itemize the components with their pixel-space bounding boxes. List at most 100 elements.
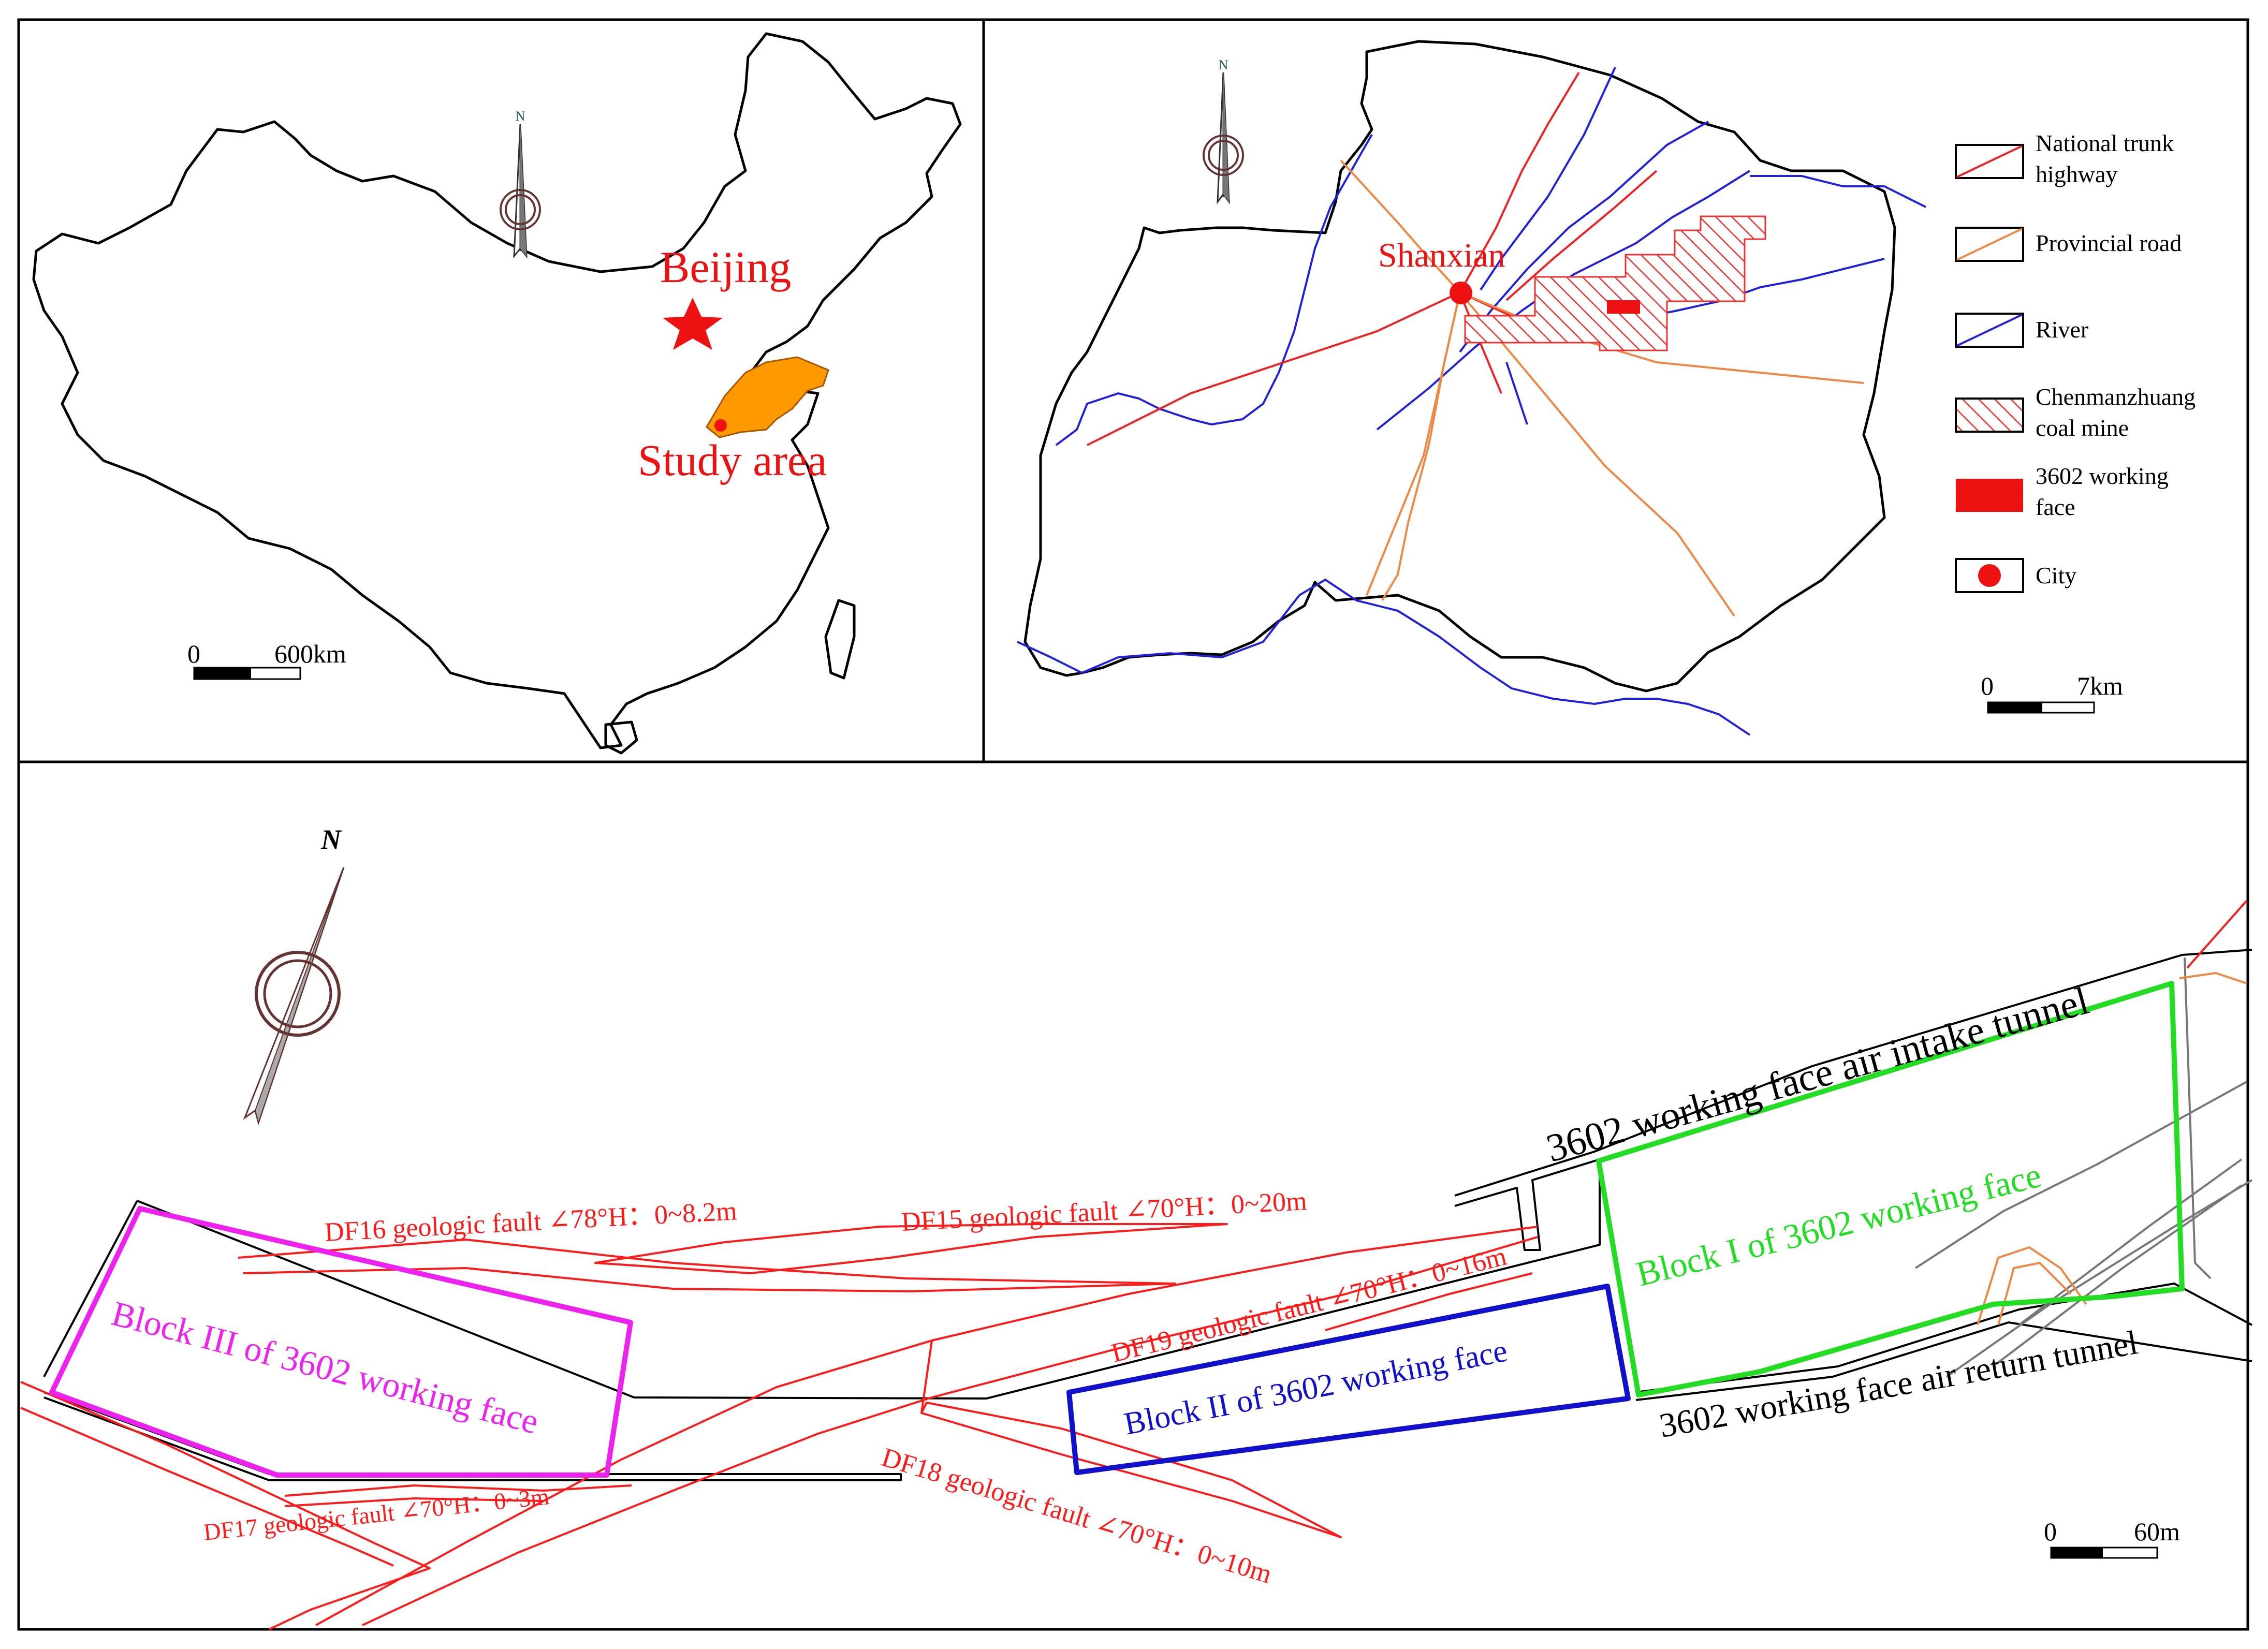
shandong-province [706, 356, 829, 438]
df15-label: DF15 geologic fault ∠70°H：0~20m [901, 1186, 1308, 1237]
provincial-road-3 [1366, 292, 1461, 596]
river-main [1376, 170, 1751, 431]
city-legend-icon [1955, 558, 2024, 593]
city-marker [1450, 282, 1472, 304]
provincial-road-4 [1459, 291, 1735, 617]
river-northeast [1750, 175, 1926, 208]
mine-map-frame [17, 760, 2249, 1631]
intake-tunnel-line-2 [1454, 1158, 1600, 1251]
df19-fault-c [1325, 1272, 1533, 1331]
provincial-road-2 [1381, 292, 1461, 601]
tunnel-outline-upper [137, 1165, 1601, 1400]
legend-label-coal-mine-2: coal mine [2036, 415, 2129, 441]
intake-tunnel-line-1 [1454, 949, 2252, 1197]
provincial-road-legend-icon [1955, 227, 2024, 262]
legend-label-working-face-2: face [2036, 494, 2075, 520]
national-highway-legend-icon [1955, 144, 2024, 179]
coal-mine-legend-icon [1955, 397, 2024, 433]
legend-label-provincial-road: Provincial road [2036, 230, 2182, 256]
df19-fault-a [315, 1226, 1538, 1626]
city-label: Shanxian [1378, 237, 1505, 274]
china-outline [32, 32, 962, 749]
county-legend: National trunk highway Provincial road R… [1955, 130, 2196, 593]
orange-tunnel-1 [1977, 1246, 2087, 1326]
tunnel-outline-lower [43, 1200, 138, 1377]
df17-fault-c [284, 1484, 632, 1497]
block-iii-outline [49, 1206, 633, 1478]
legend-label-city: City [2036, 562, 2076, 588]
return-tunnel-line-1 [1635, 1283, 2252, 1393]
working-face-marker [1607, 300, 1640, 314]
river-west [1055, 134, 1373, 446]
gray-tunnel-5 [2184, 957, 2212, 1279]
north-arrow-icon [243, 867, 345, 1126]
highway-1 [1087, 291, 1460, 446]
df18-fault [920, 1402, 1342, 1538]
china-scale-start: 0 [187, 639, 200, 668]
study-area-label: Study area [638, 435, 827, 485]
df19-fault-b [362, 1236, 1538, 1626]
river-north-1 [1480, 67, 1616, 291]
county-scale-start: 0 [1981, 671, 1994, 700]
highway-stub [2186, 900, 2248, 969]
air-intake-tunnel-label: 3602 working face air intake tunnel [1542, 979, 2094, 1170]
orange-tunnel-3 [2179, 971, 2247, 984]
gray-tunnel-1 [1945, 1179, 2253, 1378]
df17-fault-d [284, 1497, 544, 1507]
north-letter: N [516, 109, 525, 124]
north-arrow-icon: N [1203, 57, 1244, 204]
china-map-frame [17, 18, 985, 763]
block-ii-outline [1066, 1284, 1631, 1475]
air-return-tunnel-label: 3602 working face air return tunnel [1657, 1323, 2141, 1445]
coal-mine-area [1464, 215, 1766, 351]
df16-label: DF16 geologic fault ∠78°H：0~8.2m [324, 1196, 738, 1247]
county-map-panel: Shanxian N 0 7km National trunk highway [1017, 40, 2196, 736]
df15-fault [594, 1223, 1228, 1274]
taiwan-outline [824, 599, 856, 680]
gray-tunnel-3 [2018, 1158, 2243, 1326]
china-map-panel: Beijing Study area N 0 600km [32, 32, 962, 755]
legend-label-working-face-1: 3602 working [2036, 463, 2169, 489]
return-tunnel-line-2 [1635, 1321, 2252, 1401]
df17-label: DF17 geologic fault ∠70°H：0~3m [202, 1483, 551, 1545]
county-scale-bar: 0 7km [1981, 671, 2123, 714]
mine-scale-start: 0 [2044, 1517, 2057, 1546]
legend-label-coal-mine-1: Chenmanzhuang [2036, 384, 2196, 410]
provincial-road-1 [1340, 159, 1461, 293]
working-face-legend-icon [1956, 479, 2023, 512]
highway-5 [1505, 170, 1658, 301]
df17-fault-b [20, 1407, 394, 1567]
china-scale-bar: 0 600km [187, 639, 346, 680]
mine-map-panel: Block III of 3602 working face Block II … [20, 824, 2253, 1630]
gray-tunnel-4 [1914, 1081, 2247, 1269]
legend-label-river: River [2036, 316, 2088, 343]
block-i-outline [1596, 981, 2185, 1397]
df17-fault-a [20, 1381, 431, 1630]
study-area-marker [714, 419, 727, 432]
hainan-outline [604, 720, 638, 755]
north-letter: N [320, 824, 342, 855]
legend-label-national-highway-2: highway [2036, 161, 2117, 187]
mine-scale-bar: 0 60m [2044, 1517, 2180, 1559]
star-icon [663, 298, 723, 350]
df19-fault-d [920, 1340, 933, 1414]
mine-scale-end: 60m [2134, 1517, 2180, 1546]
county-boundary [1023, 40, 1896, 693]
beijing-label: Beijing [660, 242, 791, 292]
legend-label-national-highway-1: National trunk [2036, 130, 2174, 156]
china-scale-end: 600km [274, 639, 346, 668]
block-iii-label: Block III of 3602 working face [108, 1293, 543, 1441]
gray-tunnel-2 [1992, 1184, 2243, 1367]
county-scale-end: 7km [2077, 671, 2123, 700]
north-arrow-icon: N [500, 109, 541, 259]
river-south [1017, 579, 1751, 736]
df16-fault [238, 1239, 1176, 1292]
river-legend-icon [1955, 313, 2024, 348]
highway-2 [1459, 71, 1580, 293]
orange-tunnel-2 [1997, 1261, 2072, 1326]
river-north-2 [1459, 121, 1709, 353]
river-small [1505, 362, 1528, 425]
north-letter: N [1219, 57, 1228, 72]
